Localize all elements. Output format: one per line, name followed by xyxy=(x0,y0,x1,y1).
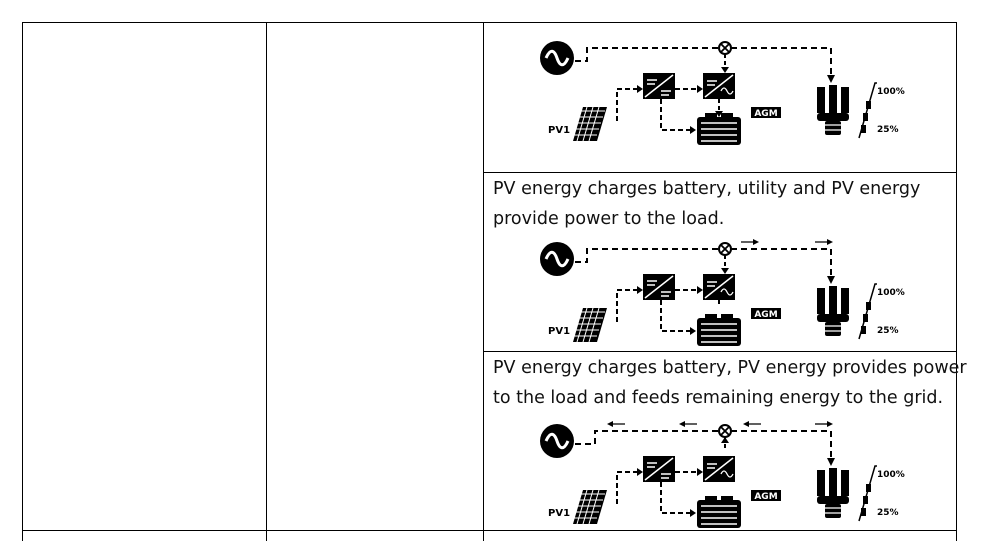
battery-icon xyxy=(697,314,741,346)
utility-grid-icon xyxy=(540,424,574,458)
load-level-low-label: 25% xyxy=(877,508,899,518)
inverter-icon xyxy=(703,456,735,482)
solar-charger-icon xyxy=(643,456,675,482)
inverter-icon xyxy=(703,73,735,99)
row-2-description-line-1: PV energy charges battery, utility and P… xyxy=(493,179,921,199)
inverter-icon xyxy=(703,274,735,300)
column-divider-2 xyxy=(483,22,484,541)
power-flow-diagram-2: 100% 25% AGM xyxy=(535,234,915,349)
load-bulb-icon xyxy=(817,468,849,518)
pv-label: PV1 xyxy=(548,326,570,337)
table-right-border xyxy=(956,22,957,541)
utility-grid-icon xyxy=(540,242,574,276)
battery-type-badge xyxy=(751,308,781,319)
row-divider-2 xyxy=(483,351,957,352)
load-level-meter-icon xyxy=(858,82,877,139)
battery-icon xyxy=(697,496,741,528)
flow-direction-arrows xyxy=(607,421,833,427)
pv-label: PV1 xyxy=(548,508,570,519)
pv-panel-icon xyxy=(573,489,607,525)
transfer-switch-icon xyxy=(718,41,732,55)
solar-charger-icon xyxy=(643,274,675,300)
row-3-description: PV energy charges battery, PV energy pro… xyxy=(493,353,967,413)
pv-panel-icon xyxy=(573,307,607,343)
load-level-low-label: 25% xyxy=(877,326,899,336)
row-2-description-line-2: provide power to the load. xyxy=(493,209,725,229)
battery-type-label: AGM xyxy=(754,492,777,502)
row-2-description: PV energy charges battery, utility and P… xyxy=(493,174,953,234)
table-top-border xyxy=(22,22,957,23)
load-level-high-label: 100% xyxy=(877,470,905,480)
row-3-description-line-2: to the load and feeds remaining energy t… xyxy=(493,388,944,408)
load-level-high-label: 100% xyxy=(877,87,905,97)
battery-type-label: AGM xyxy=(754,109,777,119)
battery-type-badge xyxy=(751,107,781,118)
row-divider-3 xyxy=(22,530,957,531)
load-level-high-label: 100% xyxy=(877,288,905,298)
load-bulb-icon xyxy=(817,286,849,336)
utility-grid-icon xyxy=(540,41,574,75)
row-3-description-line-1: PV energy charges battery, PV energy pro… xyxy=(493,358,967,378)
load-level-meter-icon xyxy=(858,465,877,522)
load-level-low-label: 25% xyxy=(877,125,899,135)
row-divider-1 xyxy=(483,172,957,173)
transfer-switch-icon xyxy=(718,242,732,256)
battery-type-badge xyxy=(751,490,781,501)
pv-label: PV1 xyxy=(548,125,570,136)
table-left-border xyxy=(22,22,23,541)
pv-panel-icon xyxy=(573,106,607,142)
load-bulb-icon xyxy=(817,85,849,135)
load-level-meter-icon xyxy=(858,283,877,340)
power-flow-diagram-1: 100% 25% AGM xyxy=(535,33,915,148)
battery-icon xyxy=(697,113,741,145)
column-divider-1 xyxy=(266,22,267,541)
battery-type-label: AGM xyxy=(754,310,777,320)
transfer-switch-icon xyxy=(718,424,732,438)
power-flow-diagram-3: 100% 25% AGM PV1 xyxy=(535,416,915,531)
solar-charger-icon xyxy=(643,73,675,99)
